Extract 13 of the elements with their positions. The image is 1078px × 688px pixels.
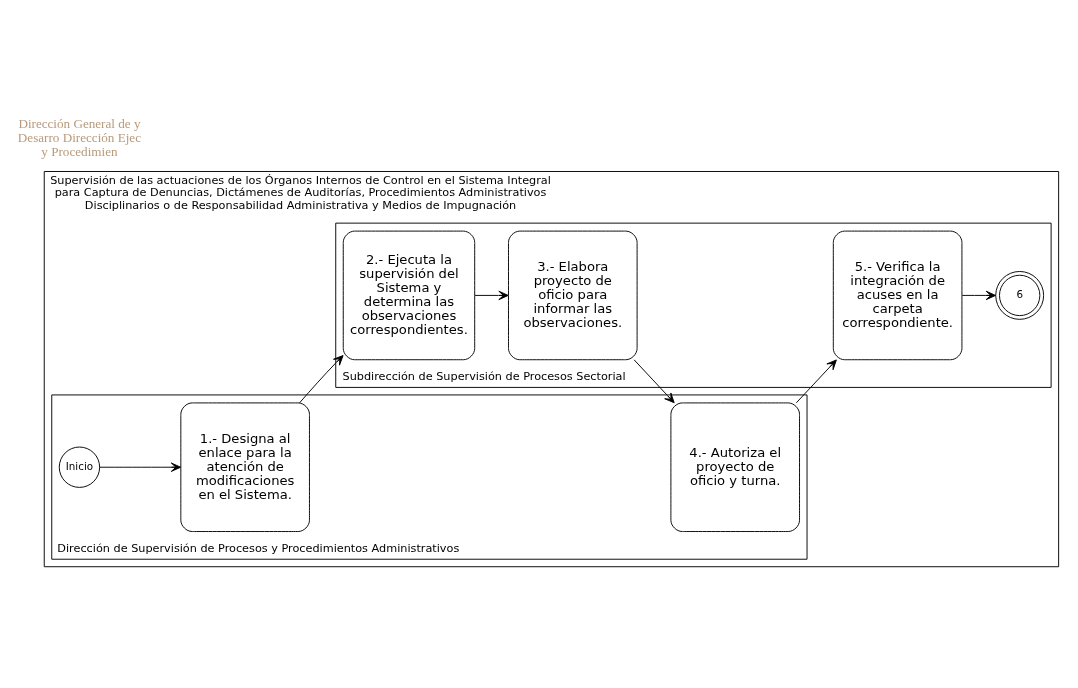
- arrow: [99, 462, 182, 472]
- node-circle: Inicio: [58, 446, 101, 488]
- arrow: [474, 290, 509, 301]
- node-box: 3.- Elabora proyecto de oficio para informar las observaciones.: [508, 230, 638, 361]
- node-box: 2.- Ejecuta la supervisión del Sistema y determina las observaciones correspondientes.: [342, 230, 476, 361]
- arrow: [795, 359, 837, 404]
- node-box: 1.- Designa al enlace para la atención de modificaciones en el Sistema.: [180, 402, 310, 532]
- node-box: 4.- Autoriza el proyecto de oficio y turna.: [670, 402, 800, 532]
- label: Dirección General de y Desarro Dirección Ejec y Procedimien: [17, 116, 142, 160]
- node-box: 5.- Verifica la integración de acuses en la carpeta correspondiente.: [832, 230, 963, 361]
- arrow: [299, 355, 344, 404]
- arrow: [961, 290, 996, 301]
- arrow: [633, 359, 675, 404]
